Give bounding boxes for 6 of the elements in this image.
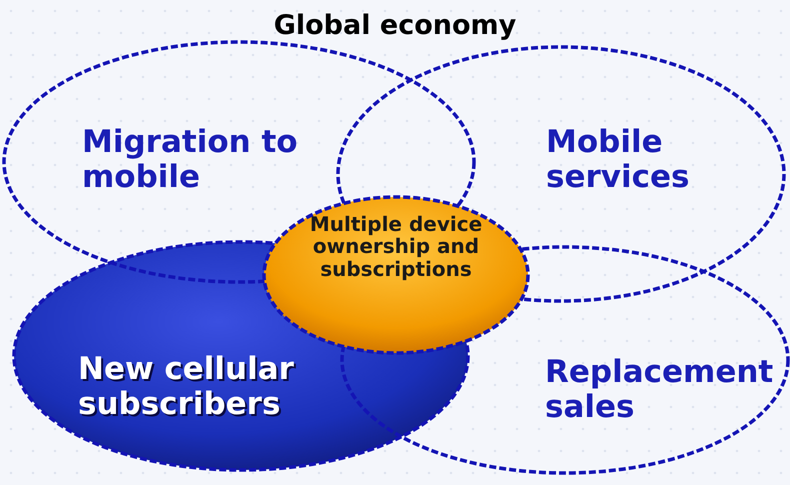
region-label: Migration to mobile — [82, 125, 299, 194]
region-label: Replacement sales — [545, 355, 774, 424]
region-label: Mobile services — [546, 125, 690, 194]
region-label: New cellular subscribers — [78, 352, 295, 422]
region-label: Multiple device ownership and subscriptions — [308, 213, 484, 280]
diagram-title: Global economy — [272, 10, 518, 41]
